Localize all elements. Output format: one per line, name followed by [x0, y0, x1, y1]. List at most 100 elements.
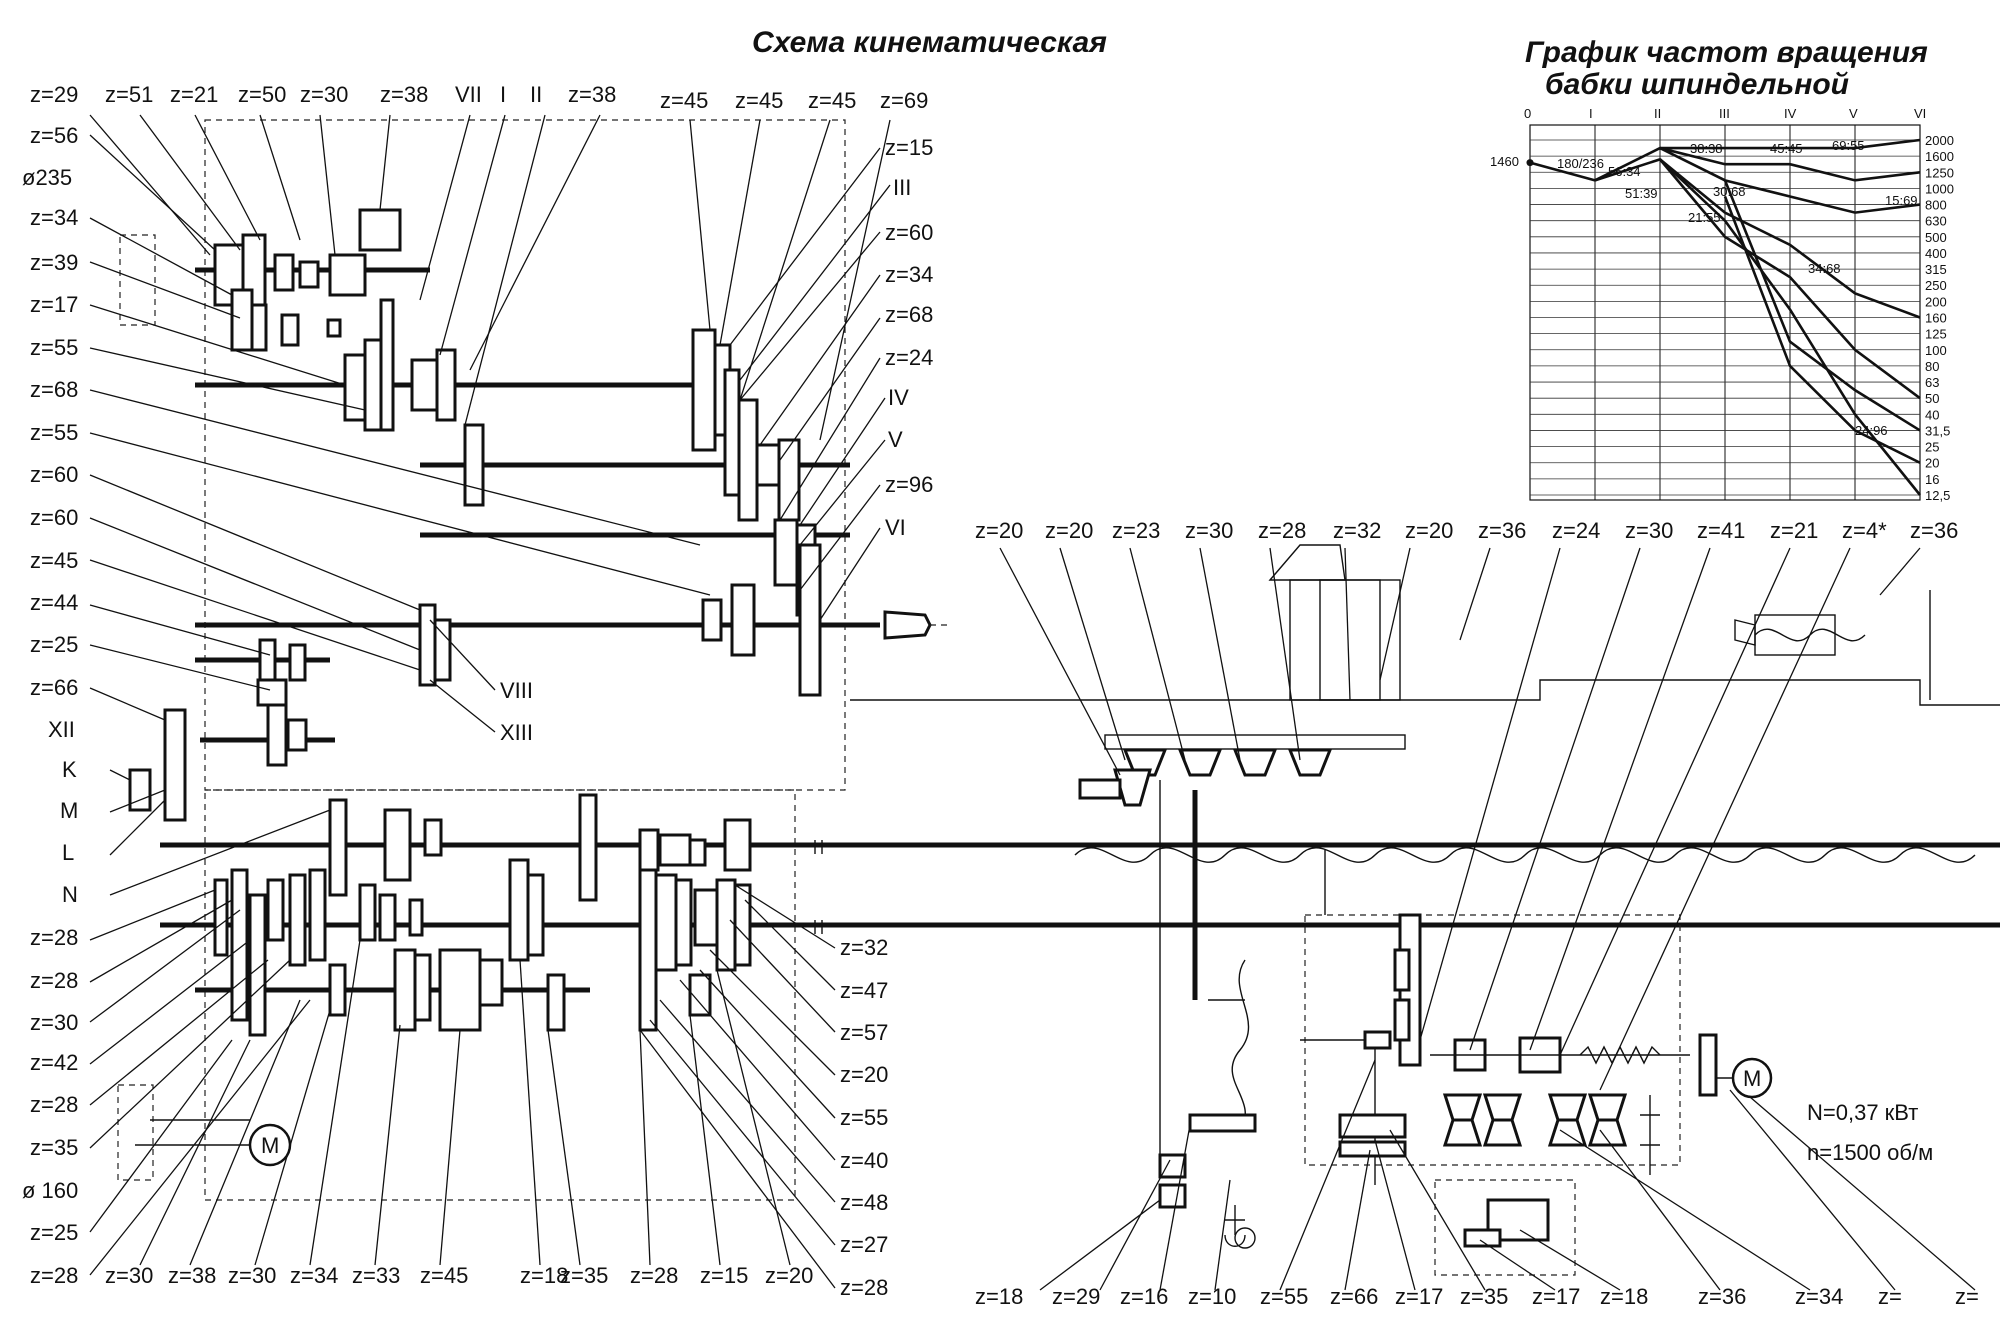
rack-pinion	[1224, 1205, 1246, 1247]
apron-gear	[1078, 778, 1122, 800]
graph-title-line2: бабки шпиндельной	[1545, 68, 1849, 101]
leader-line	[89, 959, 291, 1149]
gear-block	[723, 368, 741, 497]
y-tick-label: 200	[1925, 294, 1947, 309]
gear-block	[393, 948, 417, 1032]
leader-line	[729, 147, 881, 346]
leader-line	[799, 397, 886, 526]
leader-line	[309, 939, 361, 1266]
gear-label: z=51	[105, 82, 153, 107]
gear-label: z=30	[1185, 518, 1233, 543]
gear-block	[328, 963, 347, 1017]
gear-label: z=34	[1795, 1284, 1843, 1309]
gear-block	[308, 868, 327, 962]
gear-label: z=36	[1698, 1284, 1746, 1309]
speed-ray-line	[1723, 196, 1921, 464]
gear-label: z=17	[1395, 1284, 1443, 1309]
diameter-label: ø 160	[22, 1178, 78, 1203]
y-tick-label: 1600	[1925, 149, 1954, 164]
gear-block	[408, 898, 424, 937]
leader-line	[1344, 1149, 1371, 1291]
gear-label: z=32	[840, 935, 888, 960]
leader-line	[429, 619, 496, 691]
pulley-outline-2	[117, 1084, 154, 1181]
gear-label: VI	[885, 515, 906, 540]
leader-line	[419, 114, 471, 301]
gear-block	[701, 598, 723, 642]
leader-line	[89, 889, 216, 941]
leader-line	[109, 799, 166, 856]
gear-block	[433, 618, 452, 682]
gear-label: z=38	[168, 1263, 216, 1288]
gear-block	[383, 808, 412, 882]
gear-label: z=34	[885, 262, 933, 287]
leader-line	[374, 1024, 401, 1266]
apron-gear	[1393, 948, 1411, 992]
gear-label: I	[500, 82, 506, 107]
chart-input-speed: 1460	[1490, 154, 1519, 169]
gear-label: V	[888, 427, 903, 452]
gear-label: IV	[888, 385, 909, 410]
y-tick-label: 125	[1925, 327, 1947, 342]
gear-label: z=20	[1405, 518, 1453, 543]
apron-gear	[1287, 748, 1333, 777]
gear-label: L	[62, 840, 74, 865]
rack-pinion	[1640, 1095, 1660, 1175]
gear-block	[546, 973, 566, 1032]
gear-label: z=18	[1600, 1284, 1648, 1309]
leader-line	[799, 484, 881, 591]
y-tick-label: 630	[1925, 214, 1947, 229]
gear-label: z=30	[105, 1263, 153, 1288]
gear-block	[435, 348, 457, 422]
bevel-gear	[1587, 1093, 1628, 1147]
leader-line	[1599, 547, 1851, 1091]
carriage-body	[1289, 579, 1401, 701]
gear-label: z=35	[30, 1135, 78, 1160]
gear-block	[688, 838, 707, 867]
diameter-label: ø235	[22, 165, 72, 190]
leader-line	[649, 1019, 836, 1246]
gear-block	[423, 818, 443, 857]
leader-line	[439, 1029, 461, 1266]
leader-line	[739, 184, 891, 381]
gear-label: z=45	[735, 88, 783, 113]
gear-block	[755, 443, 781, 487]
gear-label: z=16	[1120, 1284, 1168, 1309]
leader-line	[729, 919, 836, 1033]
gear-label: z=	[1955, 1284, 1979, 1309]
gear-label: z=38	[568, 82, 616, 107]
leader-line	[639, 1029, 836, 1289]
gear-label: z=45	[420, 1263, 468, 1288]
gear-label: z=66	[30, 675, 78, 700]
leader-line	[519, 959, 541, 1266]
speed-ray-line	[1659, 158, 1921, 400]
leader-line	[819, 119, 891, 441]
gear-block	[248, 893, 267, 1037]
ratio-label: 34:68	[1808, 261, 1841, 276]
gear-label: z=29	[30, 82, 78, 107]
y-tick-label: 400	[1925, 246, 1947, 261]
apron-schematic: M N=0,37 кВт n=1500 об/м	[850, 544, 2000, 1276]
ratio-label: 15:69	[1885, 193, 1918, 208]
gear-block	[413, 953, 432, 1022]
gear-block	[363, 338, 383, 432]
y-tick-label: 20	[1925, 456, 1939, 471]
apron-gear	[1363, 1030, 1392, 1050]
gear-label: z=25	[30, 1220, 78, 1245]
gear-label: z=50	[238, 82, 286, 107]
leader-line	[659, 999, 836, 1203]
gear-block	[230, 288, 254, 352]
leader-line	[689, 119, 711, 331]
gear-label: z=39	[30, 250, 78, 275]
gear-label: z=41	[1697, 518, 1745, 543]
leader-line	[439, 114, 506, 356]
gear-label: z=45	[660, 88, 708, 113]
x-tick-label: I	[1589, 106, 1593, 121]
gear-block	[213, 878, 229, 957]
leader-line	[139, 1039, 251, 1266]
leader-line	[194, 114, 261, 241]
gear-label: z=21	[170, 82, 218, 107]
leader-line	[739, 231, 881, 401]
leader-line	[1129, 547, 1186, 761]
